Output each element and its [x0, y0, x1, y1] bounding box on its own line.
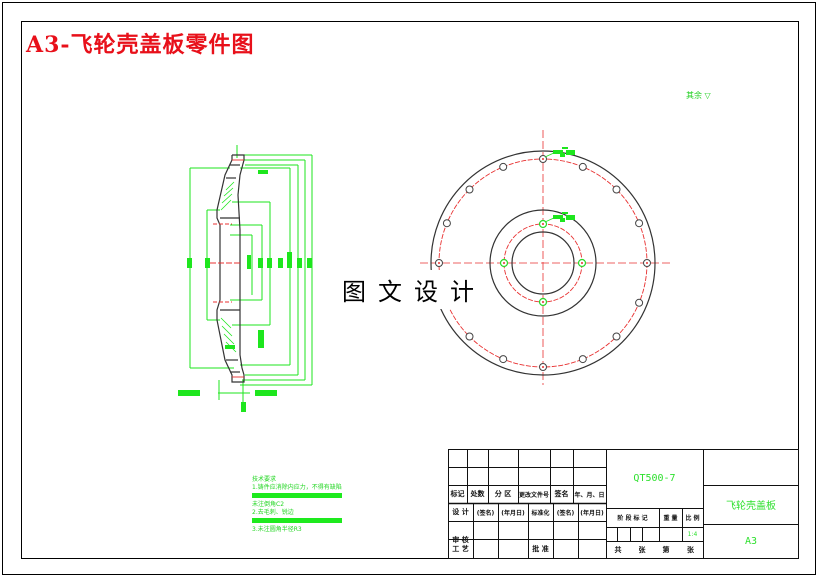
inner-frame	[21, 21, 799, 559]
tech-req-line: 3.未注圆角半径R3	[252, 526, 302, 533]
scale-header: 比 例	[685, 515, 700, 522]
sheet-total-label: 共	[614, 546, 622, 554]
surface-roughness-symbol: 其余 ▽	[686, 91, 711, 100]
part-name: 飞轮壳盖板	[726, 501, 776, 512]
std-date: (年月日)	[580, 509, 604, 517]
approve-label: 批 准	[532, 545, 549, 553]
sheet-unit-label-2: 张	[687, 546, 694, 554]
header-date: 年、月、日	[574, 491, 605, 499]
stage-mark-header: 阶 段 标 记	[617, 515, 648, 522]
header-signature: 签名	[554, 490, 569, 498]
header-change-doc: 更改文件号	[518, 491, 549, 499]
standardization-label: 标准化	[531, 509, 550, 517]
weight-header: 重 量	[663, 515, 678, 522]
design-date: (年月日)	[501, 509, 525, 517]
material-value: QT500-7	[633, 473, 676, 484]
header-zone: 分 区	[494, 490, 512, 498]
std-signature: (签名)	[556, 509, 575, 517]
highlight-bar	[252, 493, 342, 498]
sheet-size: A3	[744, 536, 758, 547]
section-view	[178, 145, 313, 412]
tech-req-line: 2.去毛刺、锐边	[252, 509, 294, 516]
highlight-bar	[252, 518, 342, 523]
sheet-unit-label: 张	[638, 546, 646, 554]
header-mark: 标记	[450, 490, 465, 498]
header-count: 处数	[470, 490, 485, 498]
title-block-lines	[448, 449, 799, 559]
technical-requirements: 技术要求 1.铸件应消除内应力，不得有缺陷 未注倒角C2 2.去毛刺、锐边 3.…	[252, 476, 342, 534]
design-signature: (签名)	[476, 509, 495, 517]
tech-req-line: 未注倒角C2	[252, 501, 285, 508]
watermark: 图文设计	[338, 270, 490, 309]
drawing-title: A3-飞轮壳盖板零件图	[26, 32, 255, 58]
design-label: 设 计	[452, 508, 469, 516]
title-block: 标记 处数 分 区 更改文件号 签名 年、月、日 设 计 (签名) (年月日) …	[448, 449, 799, 559]
process-label: 工 艺	[452, 545, 469, 553]
review-label: 审 核	[452, 536, 469, 544]
tech-req-heading: 技术要求	[252, 476, 277, 483]
front-view	[420, 130, 670, 385]
scale-value: 1:4	[687, 530, 698, 538]
tech-req-line: 1.铸件应消除内应力，不得有缺陷	[252, 484, 342, 491]
sheet-current-label: 第	[662, 546, 670, 554]
